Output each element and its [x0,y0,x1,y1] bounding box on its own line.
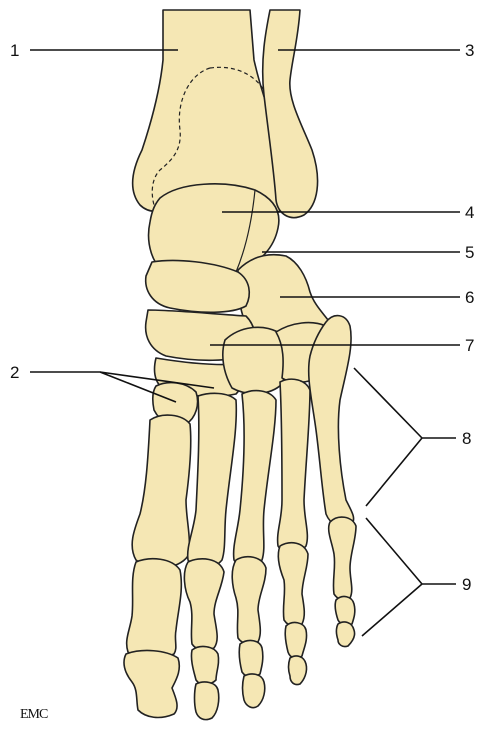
label-6: 6 [465,288,474,307]
label-5: 5 [465,243,474,262]
metatarsal-3 [234,391,276,568]
label-1: 1 [10,41,19,60]
toe2-proximal-phalanx [184,559,224,650]
toe5-middle-phalanx [335,597,355,625]
toe3-distal-phalanx [243,674,265,708]
toe3-proximal-phalanx [232,557,266,644]
toe4-distal-phalanx [289,656,307,685]
toe4-proximal-phalanx [278,543,308,626]
toe2-distal-phalanx [195,682,219,720]
metatarsal-1 [132,415,191,568]
emc-logo: EMC [20,707,48,722]
label-8: 8 [462,429,471,448]
label-3: 3 [465,41,474,60]
cuneiform-lateral [223,327,286,393]
label-7: 7 [465,336,474,355]
toe2-middle-phalanx [191,647,218,685]
label-4: 4 [465,203,474,222]
leader-9 [362,518,456,636]
label-2: 2 [10,363,19,382]
leader-8 [354,368,456,506]
metatarsal-4 [278,379,310,553]
toe3-middle-phalanx [239,641,263,677]
label-9: 9 [462,575,471,594]
toe1-proximal-phalanx [127,559,182,659]
toe5-distal-phalanx [337,622,355,647]
toe5-proximal-phalanx [329,517,356,600]
toe1-distal-phalanx [124,651,179,718]
metatarsal-2 [188,393,237,567]
metatarsal-5 [309,316,354,527]
toe4-middle-phalanx [285,623,306,659]
